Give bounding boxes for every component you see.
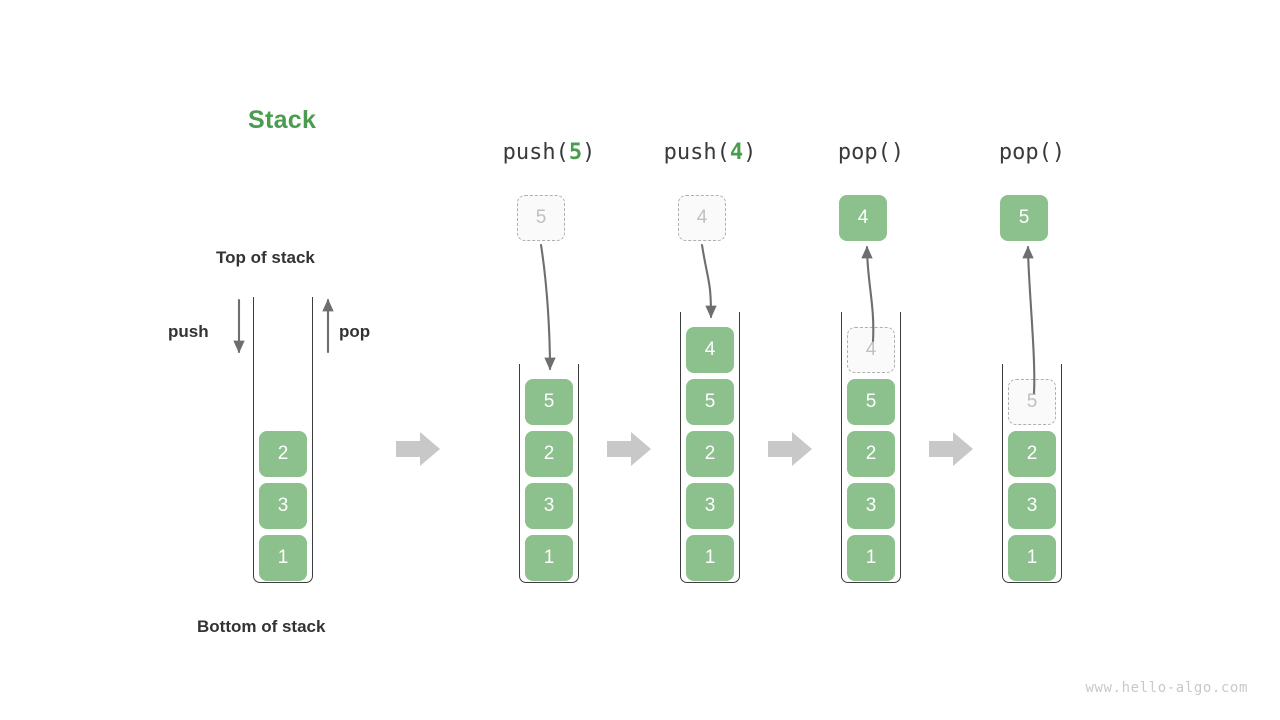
initial-stack-item-2: 2: [259, 431, 307, 477]
step-header-fn: pop(: [837, 140, 891, 165]
flow-arrow-1: [607, 432, 651, 466]
stack-item-2-4: 4: [847, 327, 895, 373]
step-header-close: ): [1051, 140, 1066, 165]
flow-arrow-3: [929, 432, 973, 466]
step-header-close: ): [582, 140, 596, 165]
step-header-fn: push(: [663, 140, 730, 165]
flow-arrow-2: [768, 432, 812, 466]
stack-item-0-1: 1: [525, 535, 573, 581]
step-header-arg: 5: [568, 140, 583, 165]
stack-item-0-5: 5: [525, 379, 573, 425]
popped-element-4: 4: [839, 195, 887, 241]
step-header-fn: push(: [502, 140, 569, 165]
step-header-1: push(4): [664, 140, 757, 165]
push-flow-arrow-0: [539, 243, 556, 371]
watermark: www.hello-algo.com: [1085, 680, 1248, 696]
initial-stack-item-1: 1: [259, 535, 307, 581]
stack-item-1-1: 1: [686, 535, 734, 581]
push-flow-arrow-1: [700, 243, 717, 319]
stack-item-1-3: 3: [686, 483, 734, 529]
stack-item-1-2: 2: [686, 431, 734, 477]
stack-item-2-2: 2: [847, 431, 895, 477]
step-header-close: ): [890, 140, 905, 165]
stack-item-0-3: 3: [525, 483, 573, 529]
stack-tube-1: [680, 312, 740, 583]
stack-item-2-5: 5: [847, 379, 895, 425]
bottom-of-stack-label: Bottom of stack: [197, 617, 326, 636]
initial-stack-item-3: 3: [259, 483, 307, 529]
stack-item-0-2: 2: [525, 431, 573, 477]
stack-tube-3: [1002, 364, 1062, 583]
stack-item-2-1: 1: [847, 535, 895, 581]
flow-arrow-0: [396, 432, 440, 466]
top-of-stack-label: Top of stack: [216, 248, 315, 267]
stack-tube-2: [841, 312, 901, 583]
incoming-element-5: 5: [517, 195, 565, 241]
incoming-element-4: 4: [678, 195, 726, 241]
step-header-close: ): [743, 140, 757, 165]
stack-item-2-3: 3: [847, 483, 895, 529]
pop-label: pop: [339, 322, 371, 341]
page-title: Stack: [248, 106, 317, 134]
popped-element-5: 5: [1000, 195, 1048, 241]
stack-tube-0: [519, 364, 579, 583]
stack-item-3-1: 1: [1008, 535, 1056, 581]
initial-stack-tube: [253, 297, 313, 583]
step-header-3: pop(): [999, 140, 1065, 165]
stack-item-3-3: 3: [1008, 483, 1056, 529]
step-header-fn: pop(: [998, 140, 1052, 165]
step-header-arg: 4: [729, 140, 744, 165]
stack-item-3-2: 2: [1008, 431, 1056, 477]
stack-item-1-4: 4: [686, 327, 734, 373]
stack-item-3-5: 5: [1008, 379, 1056, 425]
stack-item-1-5: 5: [686, 379, 734, 425]
step-header-0: push(5): [503, 140, 596, 165]
push-label: push: [168, 322, 209, 341]
step-header-2: pop(): [838, 140, 904, 165]
